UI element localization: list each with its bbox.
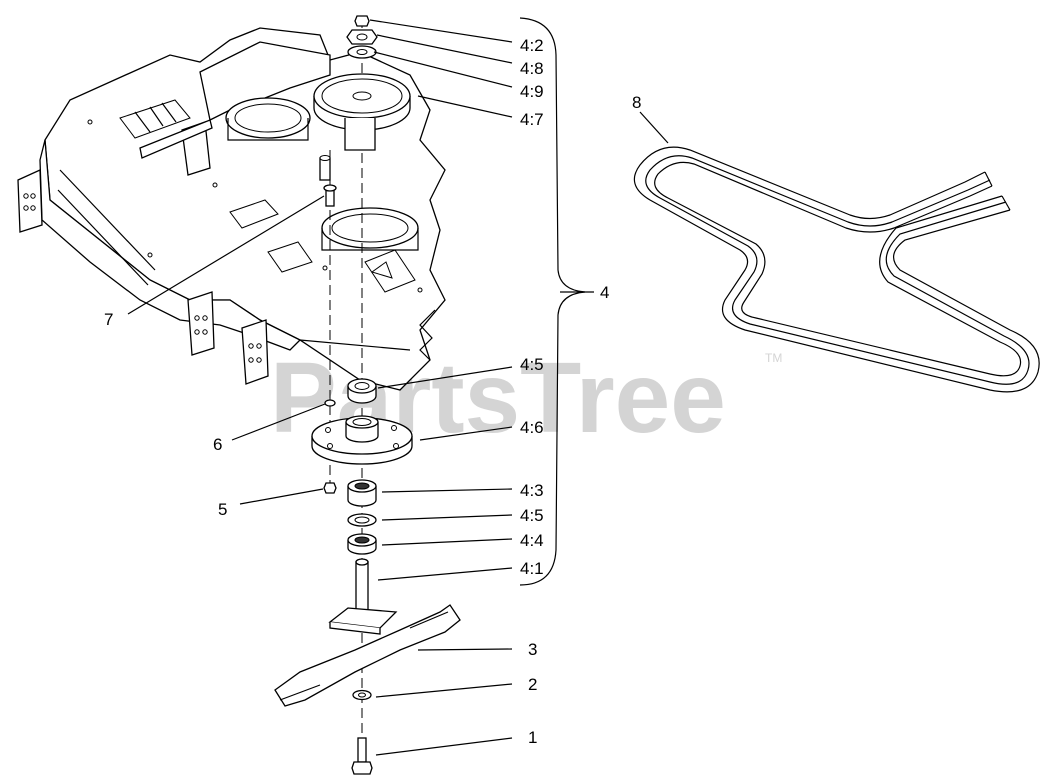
part-4-5-lower-seal [347,513,377,527]
watermark-trademark: TM [765,351,782,365]
callout-4-2: 4:2 [520,36,544,55]
callout-7: 7 [104,310,113,329]
part-2-washer [352,689,372,701]
callout-labels: 4:2 4:8 4:9 4:7 8 4 7 4:5 6 4:6 4:3 5 4:… [104,36,641,747]
part-7-bolt [323,184,337,207]
callout-4-8: 4:8 [520,59,544,78]
callout-2: 2 [528,675,537,694]
callout-4-5-lower: 4:5 [520,506,544,525]
part-4-4-bearing-cup [347,533,377,555]
callout-3: 3 [528,640,537,659]
part-4-8-hex-nut [346,29,378,45]
part-4-2-nut [354,15,370,27]
part-4-9-washer [347,45,377,59]
part-5-nut [323,482,337,494]
part-4-6-housing [311,415,413,465]
part-8-belt [633,146,1040,393]
part-4-3-bearing [347,479,377,507]
callout-8: 8 [632,93,641,112]
callout-4-7: 4:7 [520,110,544,129]
part-4-1-spindle-shaft [328,558,398,635]
callout-4-5-upper: 4:5 [520,355,544,374]
part-4-7-pulley [313,73,411,151]
leader-lines [127,19,669,756]
part-4-5-upper-seal [347,378,377,404]
callout-4-4: 4:4 [520,531,544,550]
callout-4-9: 4:9 [520,82,544,101]
part-6-washer [324,399,336,407]
callout-4-6: 4:6 [520,418,544,437]
callout-6: 6 [213,435,222,454]
part-1-bolt [351,737,373,775]
part-3-blade [274,604,461,707]
callout-1: 1 [528,728,537,747]
callout-4-3: 4:3 [520,481,544,500]
callout-4-1: 4:1 [520,559,544,578]
callout-5: 5 [218,500,227,519]
callout-4: 4 [600,283,609,302]
